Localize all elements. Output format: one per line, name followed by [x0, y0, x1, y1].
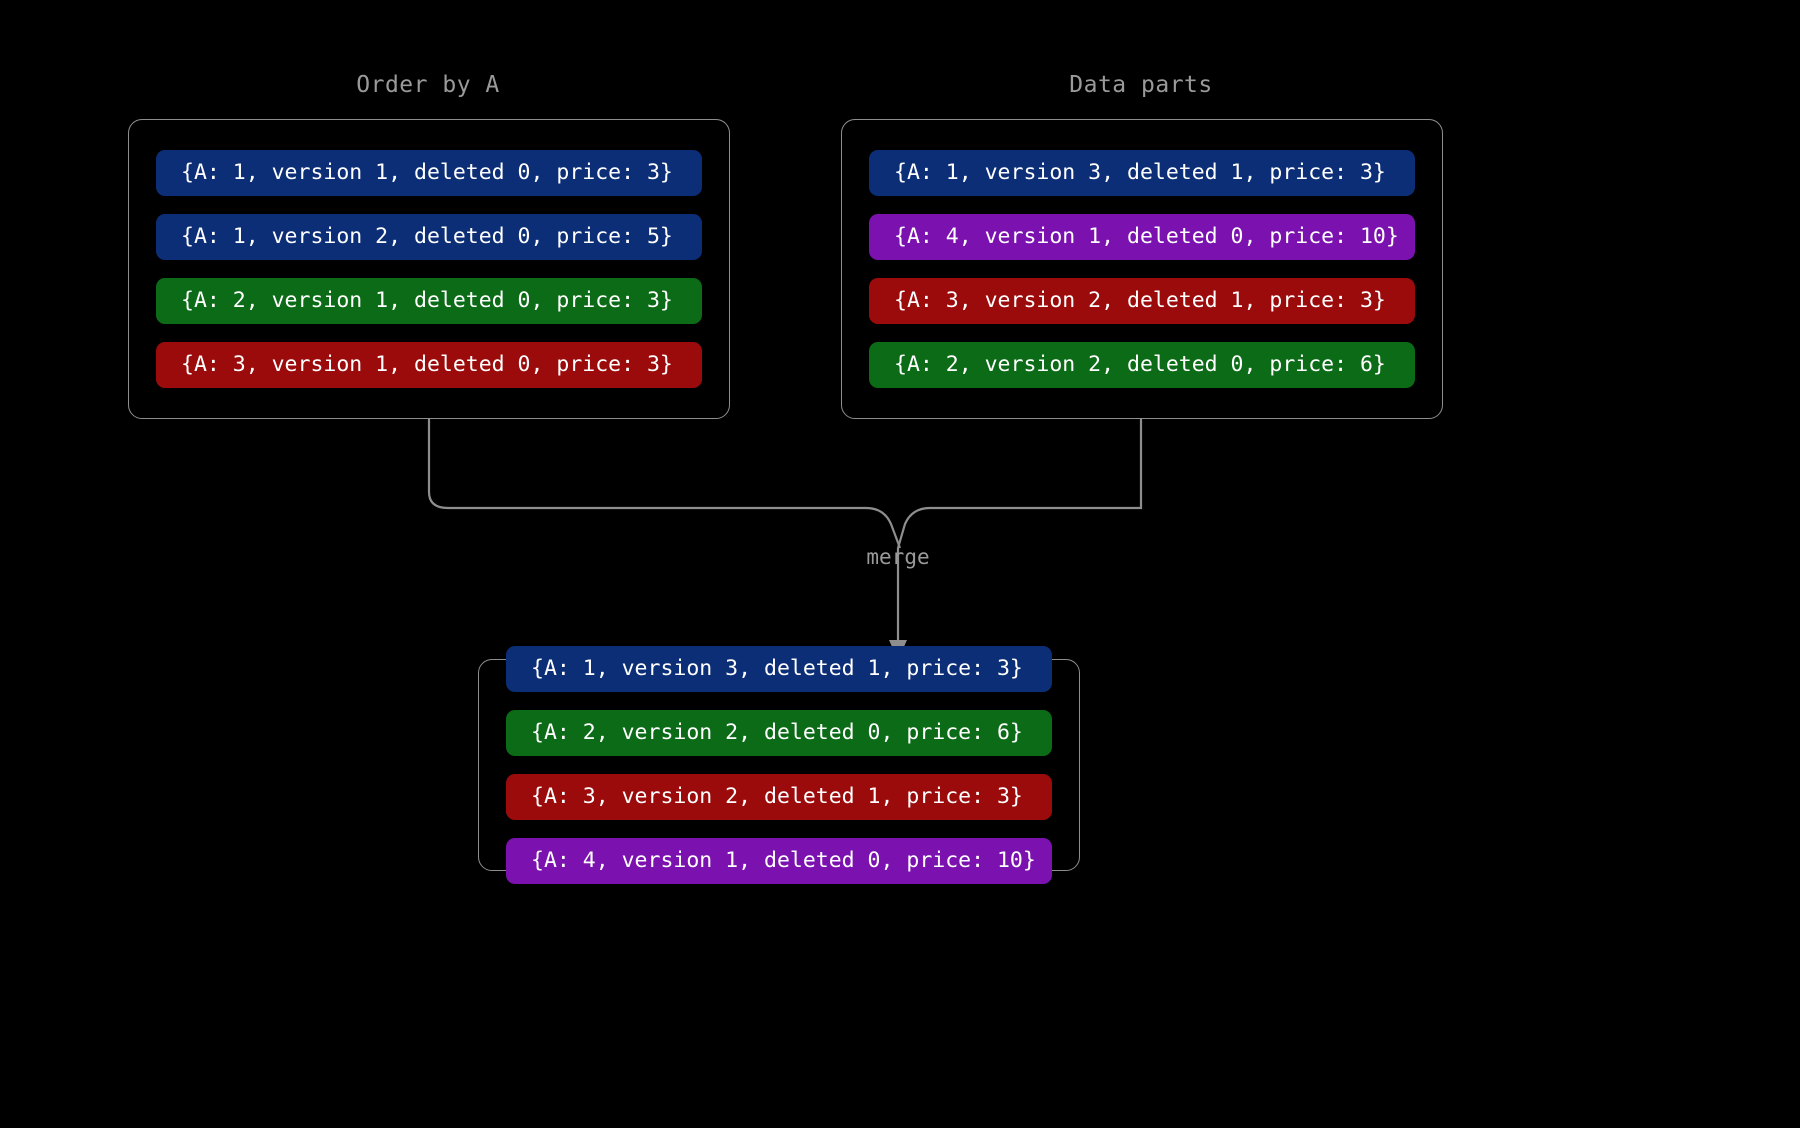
list-item[interactable]: {A: 4, version 1, deleted 0, price: 10} — [506, 838, 1052, 884]
panel-order-by-rows: {A: 1, version 1, deleted 0, price: 3} {… — [129, 150, 729, 388]
list-item[interactable]: {A: 1, version 3, deleted 1, price: 3} — [869, 150, 1415, 196]
panel-data-parts-rows: {A: 1, version 3, deleted 1, price: 3} {… — [842, 150, 1442, 388]
edge-order-to-merge — [427, 418, 902, 549]
panel-title-order-by: Order by A — [356, 72, 500, 98]
list-item[interactable]: {A: 2, version 1, deleted 0, price: 3} — [156, 278, 702, 324]
list-item[interactable]: {A: 2, version 2, deleted 0, price: 6} — [506, 710, 1052, 756]
list-item[interactable]: {A: 3, version 2, deleted 1, price: 3} — [869, 278, 1415, 324]
merge-edge-label: merge — [866, 545, 930, 569]
list-item[interactable]: {A: 1, version 2, deleted 0, price: 5} — [156, 214, 702, 260]
panel-merged-rows: {A: 1, version 3, deleted 1, price: 3} {… — [479, 646, 1079, 884]
list-item[interactable]: {A: 2, version 2, deleted 0, price: 6} — [869, 342, 1415, 388]
list-item[interactable]: {A: 4, version 1, deleted 0, price: 10} — [869, 214, 1415, 260]
list-item[interactable]: {A: 3, version 1, deleted 0, price: 3} — [156, 342, 702, 388]
list-item[interactable]: {A: 1, version 1, deleted 0, price: 3} — [156, 150, 702, 196]
panel-order-by: {A: 1, version 1, deleted 0, price: 3} {… — [128, 119, 730, 419]
panel-title-data-parts: Data parts — [1069, 72, 1213, 98]
panel-data-parts: {A: 1, version 3, deleted 1, price: 3} {… — [841, 119, 1443, 419]
panel-merged-result: {A: 1, version 3, deleted 1, price: 3} {… — [478, 646, 1080, 884]
list-item[interactable]: {A: 3, version 2, deleted 1, price: 3} — [506, 774, 1052, 820]
list-item[interactable]: {A: 1, version 3, deleted 1, price: 3} — [506, 646, 1052, 692]
edge-parts-to-merge — [896, 418, 1143, 549]
